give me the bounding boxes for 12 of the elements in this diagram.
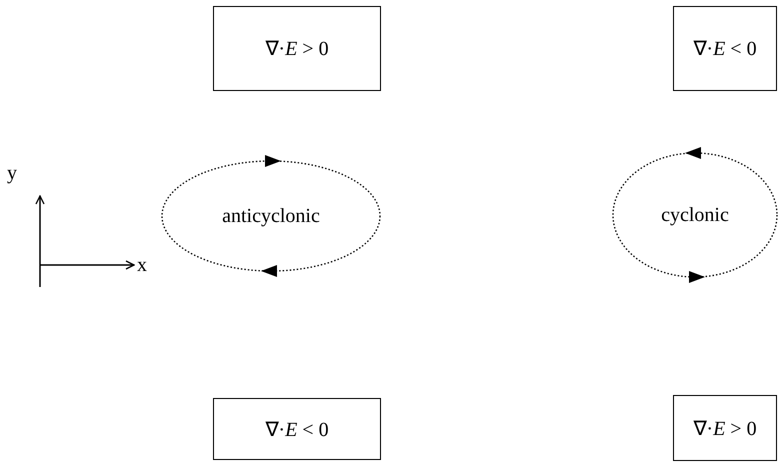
divergence-formula: ∇·E > 0 [693, 416, 757, 440]
circulation-label: anticyclonic [222, 204, 320, 228]
divergence-formula: ∇·E < 0 [265, 418, 329, 442]
divergence-formula: ∇·E < 0 [693, 37, 757, 61]
divergence-formula: ∇·E > 0 [265, 37, 329, 61]
text-box [673, 395, 777, 461]
text-box [213, 398, 381, 460]
circulation-label: cyclonic [661, 204, 729, 226]
axis-label: x [137, 254, 147, 277]
text-box [213, 6, 381, 91]
text-box [673, 6, 777, 91]
axis-label: y [7, 162, 17, 185]
